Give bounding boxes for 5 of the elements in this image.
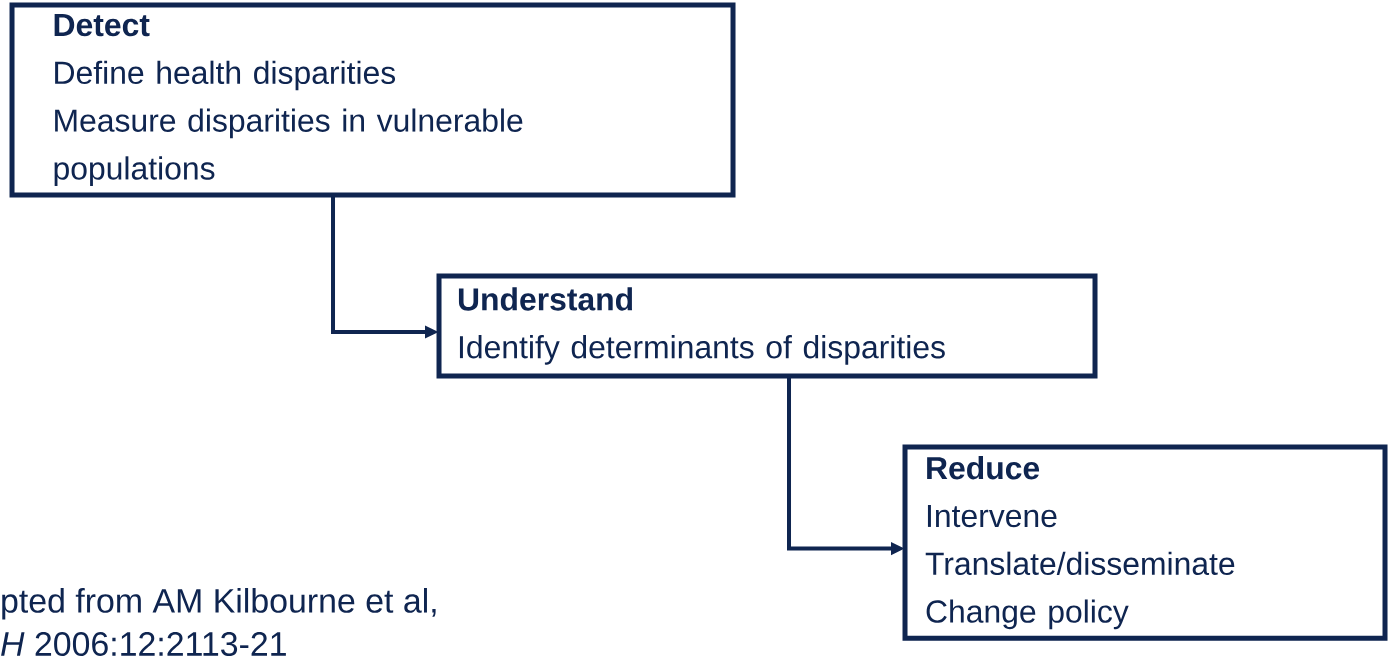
process-box: Reduce Intervene Translate/disseminate Change policy (902, 444, 1388, 641)
citation-text: H 2006:12:2113-21 (1, 632, 286, 656)
process-box: Understand Identify determinants of disparities (436, 273, 1098, 379)
citation-text: pted from AM Kilbourne et al, (2, 588, 436, 620)
process-box: Detect Define health disparities Measure disparities in vulnerable populations (9, 2, 736, 198)
